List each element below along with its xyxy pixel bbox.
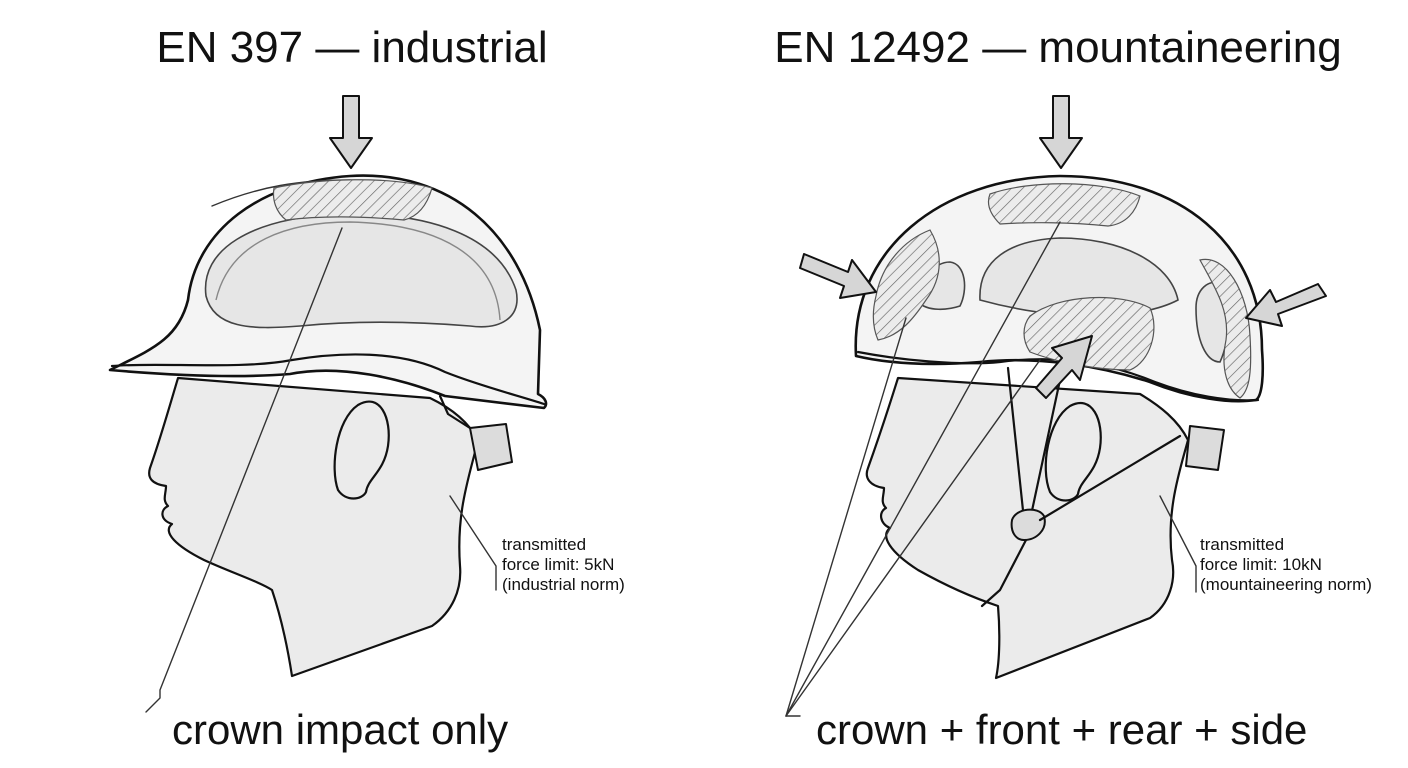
- panel-en397: EN 397 — industrial transmitted force li…: [108, 23, 625, 753]
- force-note-line-1: transmitted: [502, 535, 586, 554]
- side-impact-arrow: [1035, 335, 1093, 399]
- ear: [1044, 401, 1102, 502]
- crown-impact-arrow: [1039, 95, 1083, 169]
- rear-strap: [438, 394, 472, 430]
- ear: [333, 400, 390, 500]
- chin-strap-lower: [980, 538, 1028, 608]
- pointer-line: [145, 227, 343, 713]
- strap-buckle: [1010, 508, 1046, 541]
- force-note-line-3: (mountaineering norm): [1200, 575, 1372, 594]
- brim-line: [110, 353, 546, 406]
- panel-en12492: EN 12492 — mountaineering: [774, 23, 1372, 753]
- force-note-line-3: (industrial norm): [502, 575, 625, 594]
- panel-title: EN 12492 — mountaineering: [774, 23, 1341, 72]
- crown-impact-arrow: [329, 95, 373, 169]
- chin-strap-rear: [1028, 378, 1062, 522]
- force-note-line-2: force limit: 10kN: [1200, 555, 1322, 574]
- note-leader: [449, 495, 497, 591]
- pointer-line-front: [785, 317, 907, 717]
- crown-impact-zone: [987, 183, 1141, 227]
- front-impact-arrow: [799, 253, 877, 299]
- rear-impact-zone: [1199, 258, 1252, 399]
- force-note: transmitted force limit: 5kN (industrial…: [502, 535, 625, 594]
- nape-strap: [1038, 434, 1182, 522]
- crown-impact-zone: [272, 179, 433, 221]
- chin-strap-front: [1006, 366, 1026, 522]
- panel-title: EN 397 — industrial: [156, 23, 547, 72]
- rear-impact-arrow: [1245, 283, 1327, 327]
- force-note-line-1: transmitted: [1200, 535, 1284, 554]
- pointer-line-side: [785, 359, 1041, 717]
- force-note: transmitted force limit: 10kN (mountaine…: [1200, 535, 1372, 594]
- impact-caption: crown + front + rear + side: [816, 706, 1307, 753]
- note-leader: [1159, 495, 1197, 593]
- front-impact-zone: [872, 229, 940, 341]
- chin-buckle: [469, 423, 513, 471]
- rear-buckle: [1185, 425, 1225, 471]
- inner-liner-arc: [215, 221, 501, 321]
- impact-caption: crown impact only: [172, 706, 508, 753]
- head-silhouette: [148, 376, 480, 678]
- force-note-line-2: force limit: 5kN: [502, 555, 614, 574]
- pointer-line-crown: [785, 221, 1061, 717]
